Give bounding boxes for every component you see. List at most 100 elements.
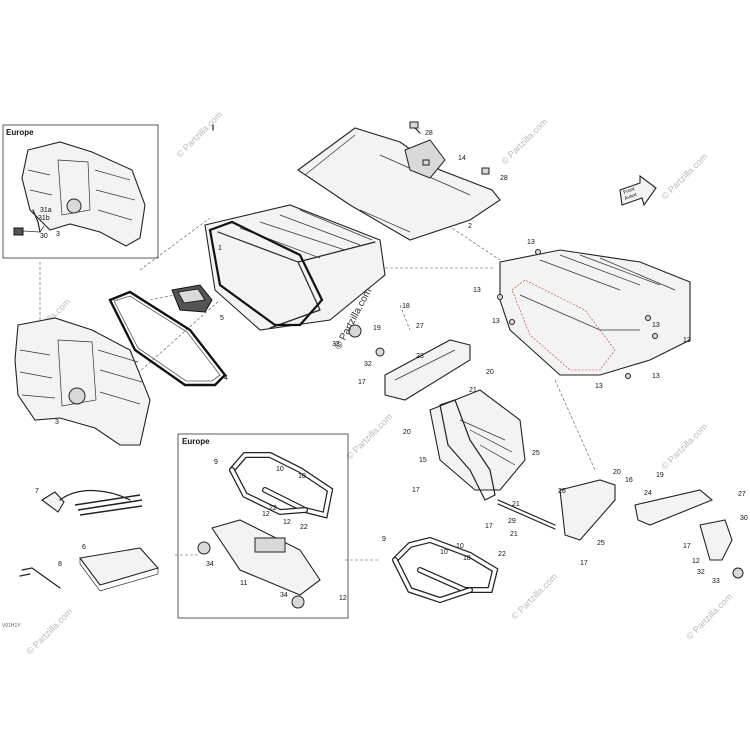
callout: 13 bbox=[652, 373, 660, 380]
lock-cylinder bbox=[66, 198, 82, 214]
callout: 26 bbox=[558, 488, 566, 495]
callout: 7 bbox=[35, 488, 39, 495]
strap-29 bbox=[497, 499, 556, 526]
tool-8 bbox=[19, 567, 61, 589]
callout: 17 bbox=[412, 487, 420, 494]
inset-frame bbox=[177, 433, 349, 619]
case-gasket-edge bbox=[208, 220, 324, 327]
callout: 19 bbox=[656, 472, 664, 479]
svg-text:Front: Front bbox=[623, 186, 637, 196]
rail-23 bbox=[384, 339, 471, 401]
gasket-seal bbox=[108, 290, 227, 387]
fastener bbox=[481, 167, 490, 175]
mounting-bracket bbox=[429, 389, 526, 501]
watermark: © Partzilla.com bbox=[684, 591, 734, 641]
callout: 24 bbox=[644, 490, 652, 497]
callout: 5 bbox=[220, 315, 224, 322]
callout: 2 bbox=[468, 223, 472, 230]
front-case-cover bbox=[14, 317, 151, 446]
top-lid-liner bbox=[212, 121, 501, 241]
callout: 20 bbox=[613, 469, 621, 476]
callout-labels: 28 14 28 2 31a 31b 30 3 1 5 4 3 13 13 13… bbox=[35, 130, 748, 602]
callout: 33 bbox=[332, 341, 340, 348]
callout: 17 bbox=[683, 543, 691, 550]
main-case-body bbox=[204, 204, 386, 331]
callout: 27 bbox=[738, 491, 746, 498]
callout: 12 bbox=[692, 558, 700, 565]
callout: 4 bbox=[224, 375, 228, 382]
callout: 10 bbox=[276, 466, 284, 473]
callout: 18 bbox=[463, 555, 471, 562]
callout: 32 bbox=[364, 361, 372, 368]
callout: 28 bbox=[425, 130, 433, 137]
latch-handle bbox=[171, 284, 213, 313]
case-shell-right bbox=[499, 249, 691, 376]
plate-holder-11 bbox=[211, 519, 321, 596]
callout: 33 bbox=[712, 578, 720, 585]
callout: 17 bbox=[358, 379, 366, 386]
region-label: Europe bbox=[182, 437, 210, 446]
callout: 31b bbox=[38, 215, 50, 222]
callout: 8 bbox=[58, 561, 62, 568]
callout: 13 bbox=[527, 239, 535, 246]
callout: 13 bbox=[473, 287, 481, 294]
callout: 6 bbox=[82, 544, 86, 551]
front-cover-3 bbox=[14, 317, 151, 446]
callout: 12 bbox=[262, 511, 270, 518]
front-direction-arrow: Front Avant bbox=[619, 174, 657, 207]
accessory-kit bbox=[19, 489, 159, 592]
callout: 30 bbox=[40, 233, 48, 240]
bracket-30 bbox=[699, 519, 733, 561]
callout: 9 bbox=[214, 459, 218, 466]
callout: 20 bbox=[403, 429, 411, 436]
fastener bbox=[422, 159, 430, 166]
bumper-eu bbox=[229, 452, 334, 519]
callout: 27 bbox=[416, 323, 424, 330]
connector-7 bbox=[41, 491, 65, 513]
cap-33 bbox=[348, 324, 362, 338]
callout: 21 bbox=[469, 387, 477, 394]
callout: 34 bbox=[280, 592, 288, 599]
callout: 34 bbox=[206, 561, 214, 568]
rail-24 bbox=[634, 489, 714, 526]
cap-34 bbox=[197, 541, 211, 555]
callout: 15 bbox=[419, 457, 427, 464]
watermark: © Partzilla.com bbox=[24, 606, 74, 656]
inset-frame bbox=[2, 124, 159, 259]
lid-liner bbox=[297, 127, 501, 241]
bracket-arm-15 bbox=[439, 399, 496, 501]
callout: 28 bbox=[500, 175, 508, 182]
europe-inset-top: Europe bbox=[2, 124, 159, 259]
callout: 12 bbox=[283, 519, 291, 526]
bracket-plate bbox=[429, 389, 526, 491]
right-case-assembly bbox=[497, 249, 691, 379]
support-rail bbox=[348, 324, 471, 401]
watermark: © Partzilla.com bbox=[344, 411, 394, 461]
callout: 11 bbox=[240, 580, 247, 587]
watermark: © Partzilla.com bbox=[499, 116, 549, 166]
callout: 20 bbox=[486, 369, 494, 376]
callout: 32 bbox=[697, 569, 705, 576]
fastener bbox=[409, 121, 419, 129]
callout: 13 bbox=[652, 322, 660, 329]
cap-34 bbox=[291, 595, 305, 609]
callout: 16 bbox=[625, 477, 633, 484]
callout: 22 bbox=[300, 524, 308, 531]
rail-left-right bbox=[559, 479, 616, 541]
callout: 22 bbox=[498, 551, 506, 558]
callout: 22 bbox=[269, 505, 277, 512]
lock-key bbox=[13, 227, 24, 236]
callout: 1 bbox=[218, 245, 222, 252]
watermark: © Partzilla.com bbox=[659, 421, 709, 471]
case-shell bbox=[204, 204, 386, 331]
arrow-icon bbox=[619, 174, 657, 207]
callout: 10 bbox=[440, 549, 448, 556]
harness bbox=[74, 494, 143, 516]
callout: 10 bbox=[298, 473, 306, 480]
watermark: © Partzilla.com bbox=[659, 151, 709, 201]
lock-cylinder bbox=[68, 387, 86, 405]
callout: 3 bbox=[56, 231, 60, 238]
svg-text:Avant: Avant bbox=[624, 192, 639, 202]
